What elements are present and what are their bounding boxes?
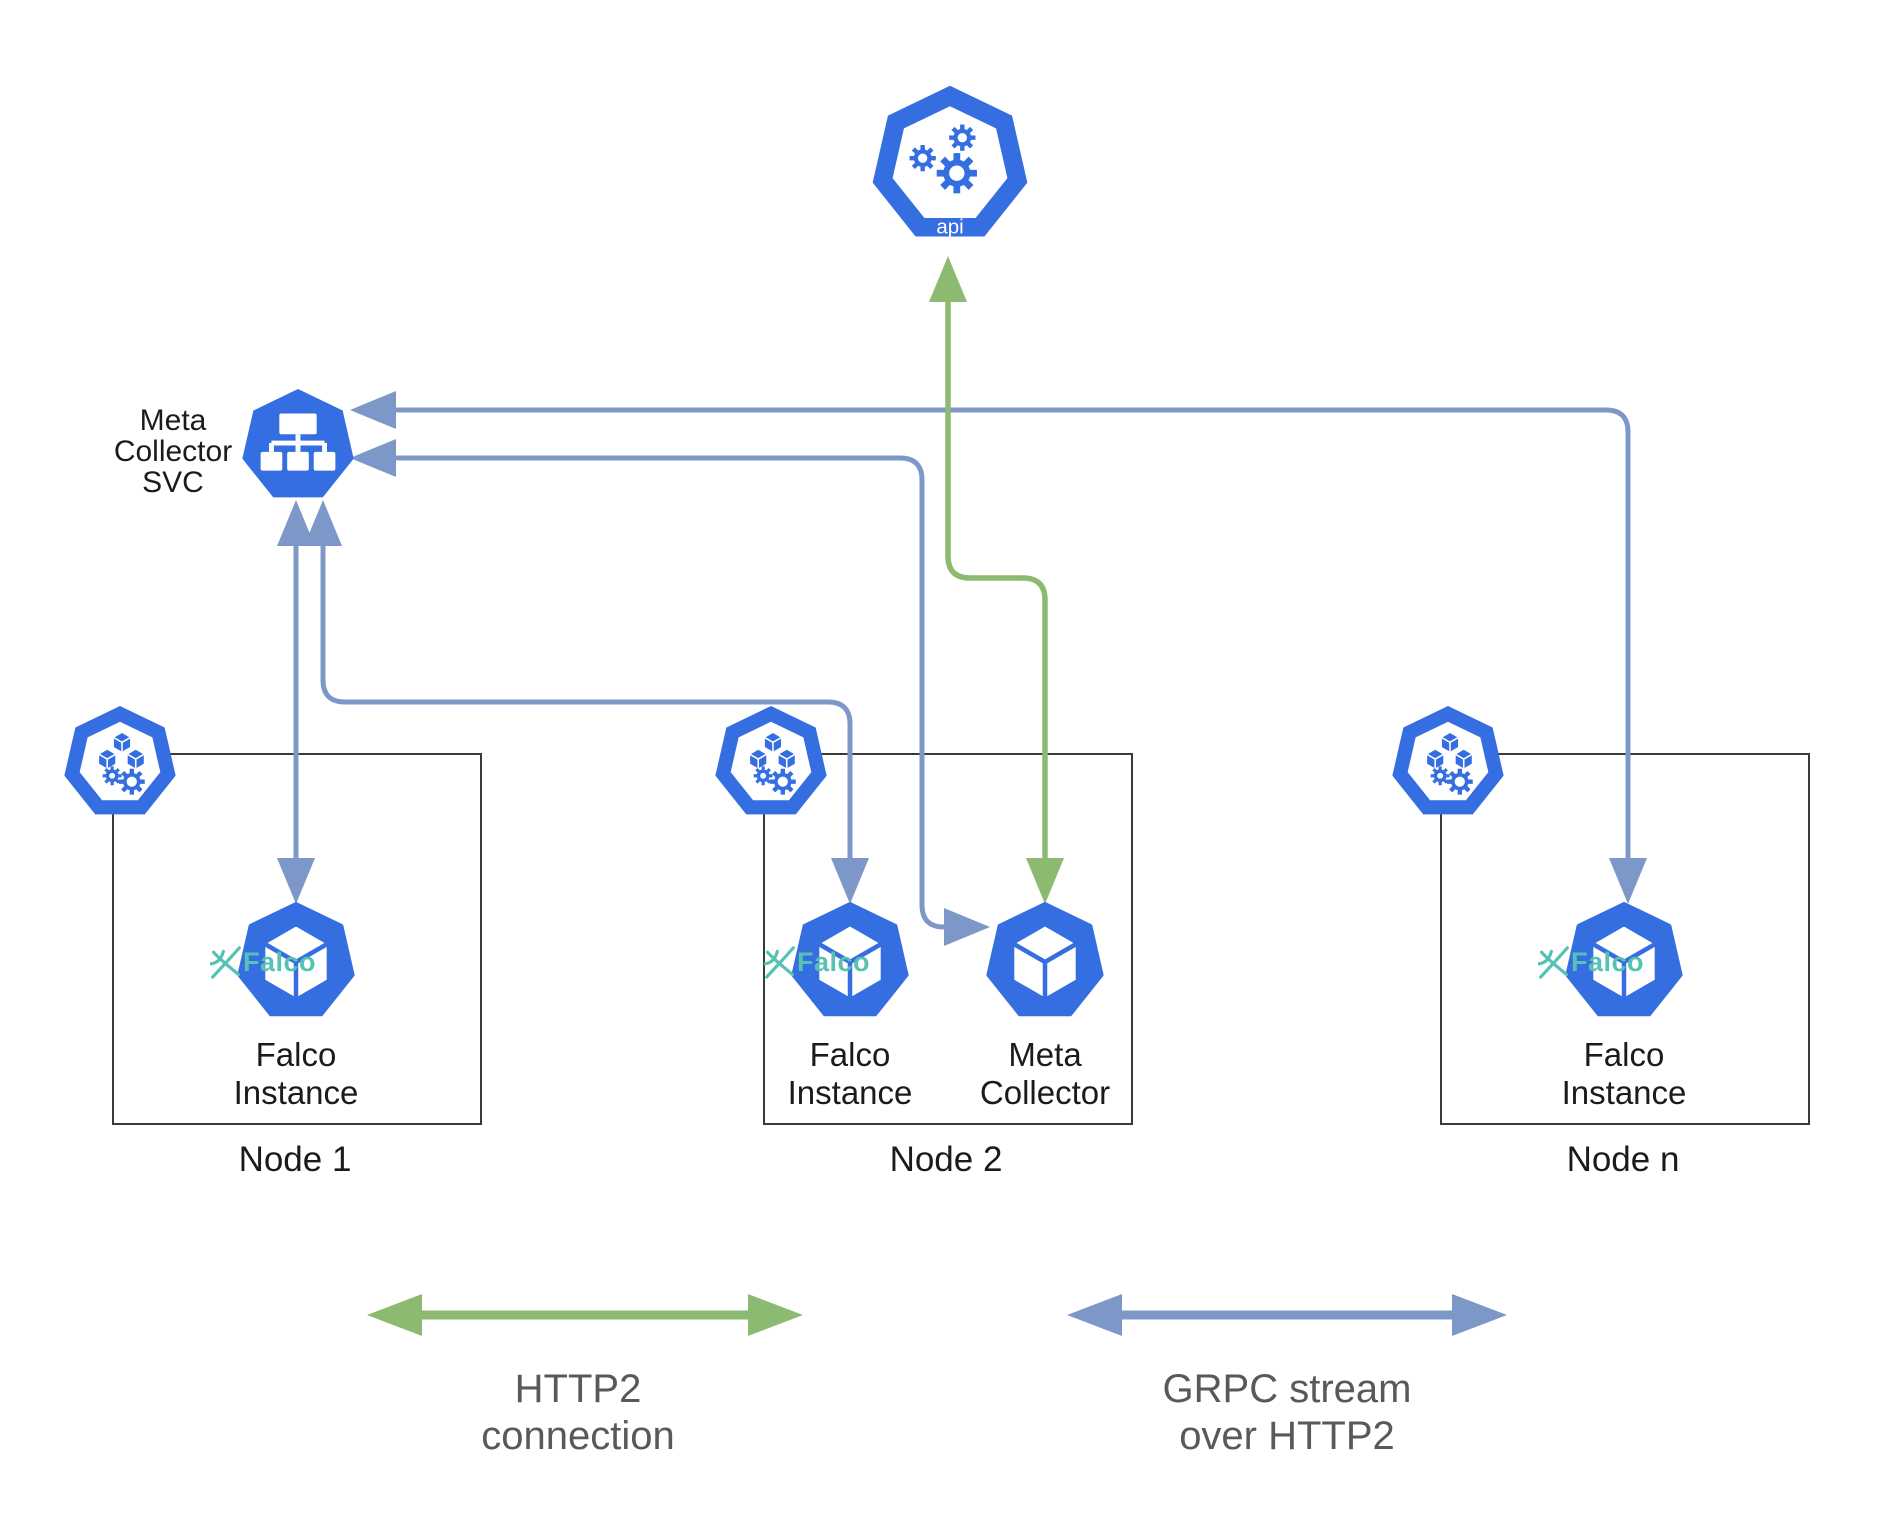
arrowhead-up-icon bbox=[929, 256, 967, 302]
meta-collector-svc-icon bbox=[242, 388, 354, 498]
meta-collector-pod-icon bbox=[986, 902, 1104, 1017]
falco-bird-icon bbox=[1538, 946, 1569, 979]
svc-label-line: Collector bbox=[113, 435, 233, 468]
pod-label-falco-instance: Falco Instance bbox=[176, 1036, 416, 1112]
pod-label-line: Instance bbox=[233, 1074, 359, 1111]
pod-label-meta-collector: Meta Collector bbox=[925, 1036, 1165, 1112]
arrowhead-up-icon bbox=[304, 500, 342, 546]
falco-logo: Falco bbox=[210, 940, 320, 984]
pod-label-line: Meta bbox=[1008, 1036, 1082, 1073]
node-1-label: Node 1 bbox=[238, 1140, 352, 1179]
falco-logo: Falco bbox=[1538, 940, 1648, 984]
grpc-legend-arrow-icon bbox=[1067, 1294, 1507, 1336]
falco-bird-icon bbox=[210, 946, 241, 979]
svc-label-line: SVC bbox=[142, 466, 204, 499]
pod-label-falco-instance: Falco Instance bbox=[730, 1036, 970, 1112]
kubernetes-api-server-icon: api bbox=[872, 85, 1028, 238]
legend-label-line: GRPC stream bbox=[1162, 1367, 1412, 1411]
pod-label-line: Instance bbox=[787, 1074, 913, 1111]
legend-http2-label: HTTP2 connection bbox=[358, 1366, 798, 1460]
kubernetes-node-icon bbox=[64, 705, 176, 815]
api-label: api bbox=[936, 215, 963, 238]
falco-logo-text: Falco bbox=[797, 946, 871, 977]
legend-label-line: HTTP2 bbox=[514, 1367, 642, 1411]
pod-label-line: Falco bbox=[1583, 1036, 1665, 1073]
pod-label-line: Instance bbox=[1561, 1074, 1687, 1111]
kubernetes-node-icon bbox=[1392, 705, 1504, 815]
kubernetes-node-icon bbox=[715, 705, 827, 815]
pod-label-line: Falco bbox=[809, 1036, 891, 1073]
pod-label-line: Collector bbox=[979, 1074, 1111, 1111]
legend-label-line: over HTTP2 bbox=[1179, 1414, 1395, 1458]
http2-legend-arrow-icon bbox=[367, 1294, 803, 1336]
node-2-label: Node 2 bbox=[889, 1140, 1003, 1179]
svc-label: Meta Collector SVC bbox=[63, 405, 283, 498]
falco-logo-text: Falco bbox=[1571, 946, 1645, 977]
legend-label-line: connection bbox=[481, 1414, 675, 1458]
node-n-label: Node n bbox=[1566, 1140, 1680, 1179]
pod-label-falco-instance: Falco Instance bbox=[1504, 1036, 1744, 1112]
falco-logo: Falco bbox=[764, 940, 874, 984]
arrowhead-up-icon bbox=[277, 500, 315, 546]
pod-label-line: Falco bbox=[255, 1036, 337, 1073]
falco-logo-text: Falco bbox=[243, 946, 317, 977]
legend-grpc-label: GRPC stream over HTTP2 bbox=[1067, 1366, 1507, 1460]
svc-label-line: Meta bbox=[139, 404, 207, 437]
falco-bird-icon bbox=[764, 946, 795, 979]
